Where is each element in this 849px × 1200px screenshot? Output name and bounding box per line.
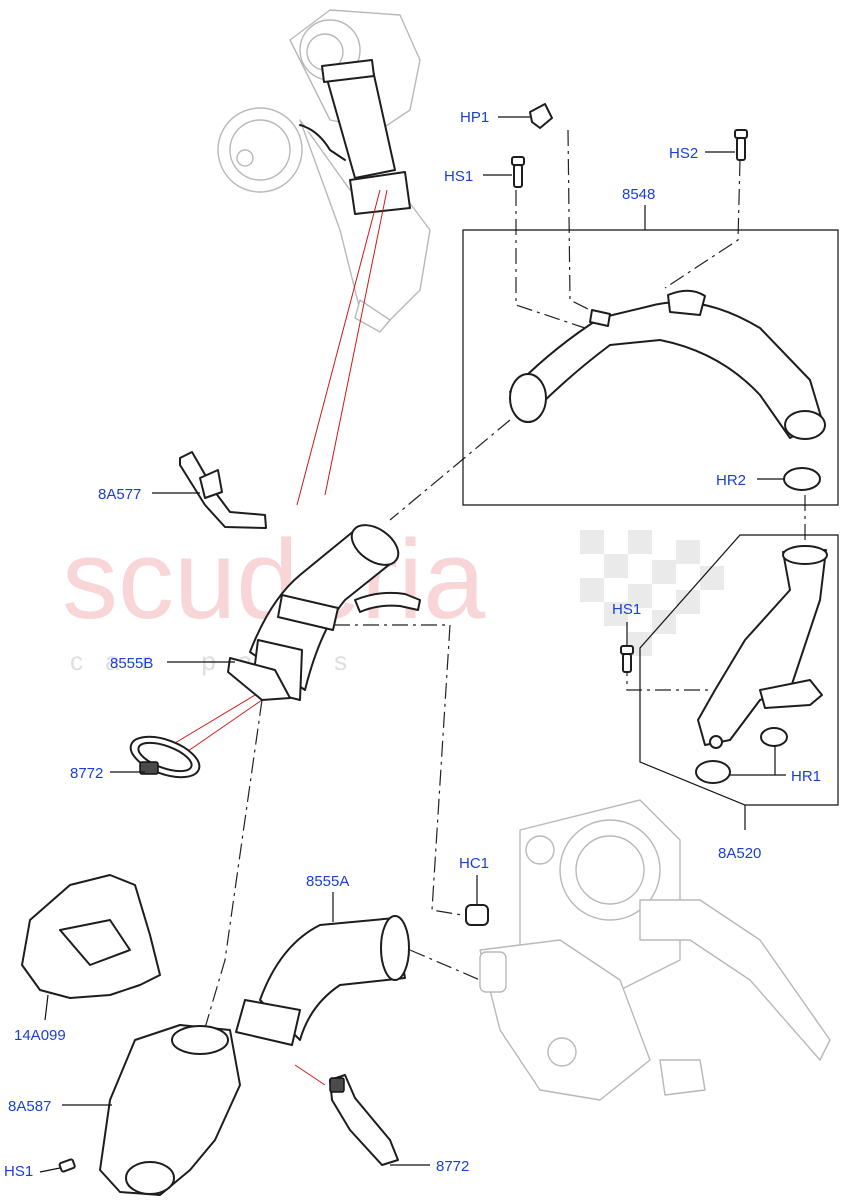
label-HS2: HS2	[669, 145, 698, 162]
frame-8548	[462, 229, 839, 506]
o-ring-HR1-b	[695, 760, 731, 784]
label-8A577: 8A577	[98, 486, 141, 503]
label-8A520: 8A520	[718, 845, 761, 862]
clamp-8772-top	[129, 735, 201, 779]
part-8A520-pipe	[697, 545, 828, 749]
callout-leaders	[39, 116, 786, 1173]
label-HC1: HC1	[459, 855, 489, 872]
clip-HC1	[465, 904, 489, 926]
fastener-HP1	[529, 103, 553, 129]
part-8A577-hose	[179, 451, 267, 529]
fastener-HS1-bottom	[58, 1158, 76, 1173]
label-8548: 8548	[622, 186, 655, 203]
part-14A099-cover	[21, 874, 161, 999]
label-HS1-top: HS1	[444, 168, 473, 185]
clamp-8772-bottom	[329, 1074, 399, 1166]
part-8A587-housing	[99, 1024, 241, 1196]
o-ring-HR2	[783, 467, 821, 491]
fastener-HS1-top	[511, 156, 525, 188]
engine-context-top	[217, 9, 431, 333]
upper-hose	[299, 59, 411, 215]
label-HR1: HR1	[791, 768, 821, 785]
part-8555B-hose	[227, 524, 421, 701]
part-8555A-hose	[235, 915, 410, 1046]
part-labels: HP1 HS2 HS1 8548 8A577 HR2 8555B HS1 877…	[4, 109, 821, 1180]
label-8A587: 8A587	[8, 1098, 51, 1115]
part-8548-pipe	[509, 289, 826, 440]
label-14A099: 14A099	[14, 1027, 66, 1044]
label-HP1: HP1	[460, 109, 489, 126]
label-8555B: 8555B	[110, 655, 153, 672]
fastener-HS1-mid	[620, 645, 634, 673]
label-8555A: 8555A	[306, 873, 349, 890]
label-HS1-mid: HS1	[612, 601, 641, 618]
engine-context-bottom	[479, 799, 831, 1101]
checkered-flag-icon	[580, 530, 724, 656]
label-HR2: HR2	[716, 472, 746, 489]
label-8772-top: 8772	[70, 765, 103, 782]
fastener-HS2	[734, 129, 748, 161]
o-ring-HR1-a	[760, 727, 788, 747]
label-HS1-bottom: HS1	[4, 1163, 33, 1180]
label-8772-bottom: 8772	[436, 1158, 469, 1175]
